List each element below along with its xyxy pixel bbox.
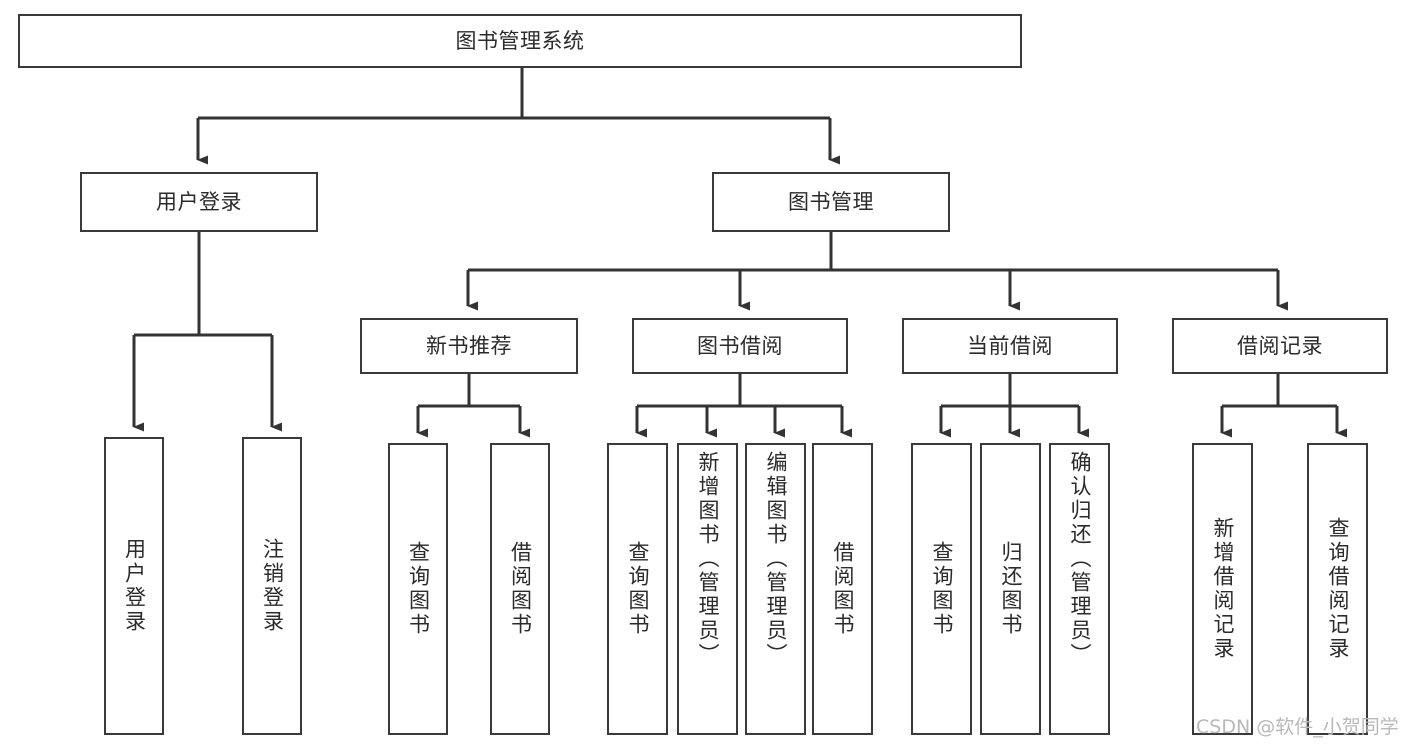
node-current-borrow-label: 当前借阅 — [967, 333, 1053, 358]
node-leaf-user-login-label: 用户登录 — [122, 538, 147, 634]
node-book-management-label: 图书管理 — [788, 189, 874, 214]
node-leaf-query-book-borrow[interactable]: 查询图书 — [607, 443, 668, 735]
node-leaf-edit-book-admin-label: 编辑图书（管理员） — [764, 451, 788, 667]
node-leaf-add-borrow-record[interactable]: 新增借阅记录 — [1192, 443, 1253, 735]
node-borrow-records[interactable]: 借阅记录 — [1172, 318, 1388, 374]
node-book-borrow-label: 图书借阅 — [697, 333, 783, 358]
node-leaf-query-book-newbook-label: 查询图书 — [406, 541, 431, 637]
node-root-label: 图书管理系统 — [455, 28, 585, 53]
node-leaf-borrow-book-newbook[interactable]: 借阅图书 — [490, 443, 550, 735]
node-leaf-add-borrow-record-label: 新增借阅记录 — [1211, 517, 1235, 661]
node-user-login[interactable]: 用户登录 — [80, 172, 318, 232]
node-leaf-confirm-return-admin[interactable]: 确认归还（管理员） — [1049, 443, 1110, 735]
node-leaf-query-borrow-record[interactable]: 查询借阅记录 — [1307, 443, 1368, 735]
node-leaf-return-book-label: 归还图书 — [999, 541, 1023, 637]
node-book-management[interactable]: 图书管理 — [712, 172, 950, 232]
csdn-watermark: CSDN @软件_小贺同学 — [1196, 716, 1399, 738]
node-leaf-borrow-book-borrow[interactable]: 借阅图书 — [812, 443, 873, 735]
node-leaf-query-borrow-record-label: 查询借阅记录 — [1326, 517, 1350, 661]
node-leaf-add-book-admin[interactable]: 新增图书（管理员） — [677, 443, 738, 735]
node-leaf-query-book-current-label: 查询图书 — [930, 541, 954, 637]
node-leaf-confirm-return-admin-label: 确认归还（管理员） — [1068, 451, 1092, 667]
node-leaf-add-book-admin-label: 新增图书（管理员） — [696, 451, 720, 667]
node-leaf-logout[interactable]: 注销登录 — [242, 437, 302, 735]
node-leaf-query-book-borrow-label: 查询图书 — [626, 541, 650, 637]
node-leaf-query-book-current[interactable]: 查询图书 — [911, 443, 972, 735]
node-leaf-logout-label: 注销登录 — [260, 538, 285, 634]
node-leaf-borrow-book-newbook-label: 借阅图书 — [508, 541, 533, 637]
node-root[interactable]: 图书管理系统 — [18, 14, 1022, 68]
node-leaf-query-book-newbook[interactable]: 查询图书 — [388, 443, 448, 735]
node-new-book-recommend-label: 新书推荐 — [426, 333, 512, 358]
node-current-borrow[interactable]: 当前借阅 — [902, 318, 1118, 374]
node-book-borrow[interactable]: 图书借阅 — [632, 318, 848, 374]
node-user-login-label: 用户登录 — [156, 189, 242, 214]
node-leaf-return-book[interactable]: 归还图书 — [980, 443, 1041, 735]
node-leaf-borrow-book-borrow-label: 借阅图书 — [831, 541, 855, 637]
node-new-book-recommend[interactable]: 新书推荐 — [360, 318, 578, 374]
node-borrow-records-label: 借阅记录 — [1237, 333, 1323, 358]
node-leaf-user-login[interactable]: 用户登录 — [104, 437, 164, 735]
node-leaf-edit-book-admin[interactable]: 编辑图书（管理员） — [745, 443, 806, 735]
